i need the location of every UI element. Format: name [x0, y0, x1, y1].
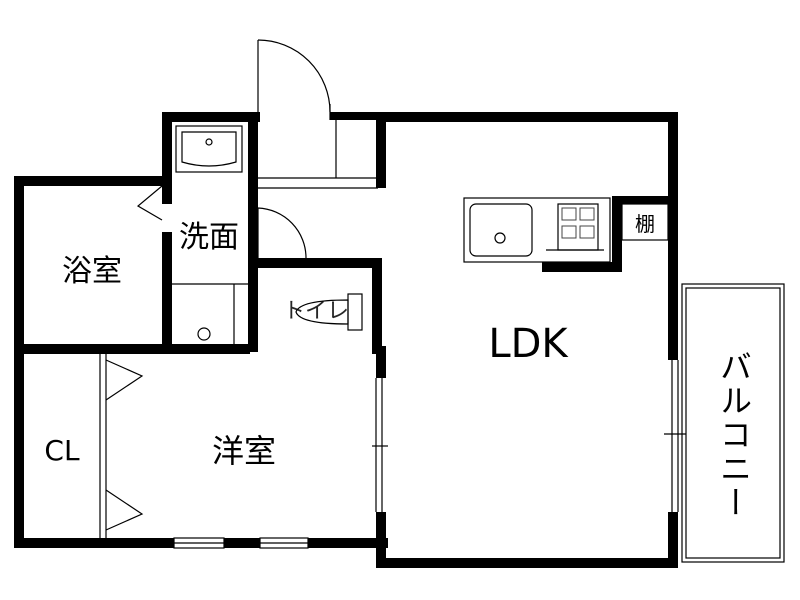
fixtures-and-doors — [99, 39, 785, 563]
label-washroom: 洗面 — [179, 220, 239, 255]
room-labels: 浴室 洗面 トイレ LDK 洋室 CL 棚 バルコニー — [44, 212, 753, 520]
label-shelf: 棚 — [635, 212, 655, 236]
label-toilet: トイレ — [283, 299, 349, 324]
label-closet: CL — [44, 434, 80, 467]
label-western-room: 洋室 — [212, 432, 276, 470]
walls — [14, 112, 678, 568]
label-bath: 浴室 — [62, 254, 122, 289]
label-ldk: LDK — [488, 321, 569, 367]
label-balcony: バルコニー — [715, 350, 753, 520]
